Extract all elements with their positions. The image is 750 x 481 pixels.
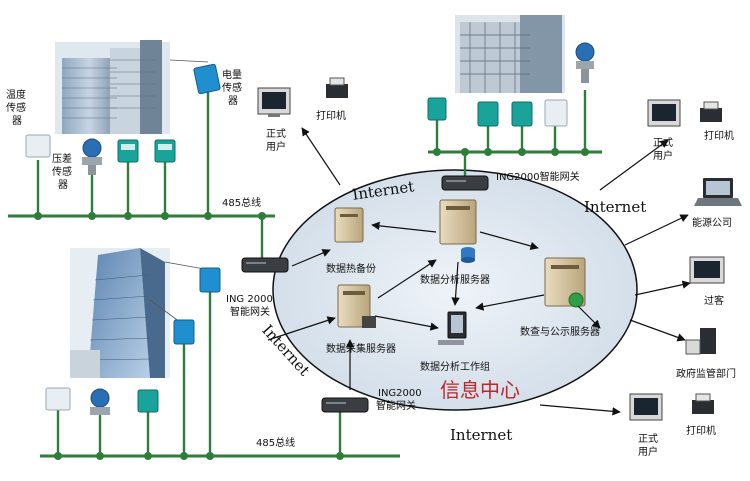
printer-bottom-right-icon [692,393,714,414]
gateway-bottom-label-1: ING2000 [378,388,422,399]
printer-top-right-label: 打印机 [704,129,734,142]
gov-pc-icon [685,328,716,355]
workstation-label: 数据分析工作组 [420,360,490,373]
building-top-left [55,40,170,134]
backup-server-icon [334,207,364,243]
energy-sensor-label-2: 传感 [222,81,242,94]
query-server-label: 数查与公示服务器 [520,325,600,338]
user-pc-top-right-icon [647,99,681,127]
gov-dept-label: 政府监管部门 [676,367,736,380]
meter-device [544,99,568,127]
analysis-server-icon [439,199,477,263]
info-center-ellipse [272,169,638,411]
bus-485-bottom-label: 485总线 [256,436,295,449]
temperature-sensor-device [25,134,51,158]
workstation-icon [438,311,467,345]
gateway-left-label-1: ING 2000 [226,294,273,305]
printer-top-left-label: 打印机 [316,109,346,122]
temp-sensor-label-3: 器 [12,115,22,127]
pressure-sensor-device [82,138,102,175]
gateway-left-label-2: 智能网关 [230,305,270,318]
meter-device [45,387,71,411]
meter-device [154,139,176,163]
temp-sensor-label-1: 温度 [6,88,26,101]
internet-right-label: Internet [584,198,646,216]
meter-device [173,319,195,345]
pressure-sensor-label-1: 压差 [52,152,72,165]
energy-sensor-label-1: 电量 [222,68,242,81]
printer-top-right-icon [700,101,722,122]
laptop-icon [694,178,742,206]
visitor-pc-icon [689,256,725,284]
meter-device [427,97,447,121]
meter-device [511,101,533,127]
meter-device [477,101,499,127]
printer-top-left-icon [326,77,348,98]
collect-server-label: 数据采集服务器 [326,342,396,355]
printer-bottom-right-label: 打印机 [686,424,716,437]
gateway-top-device [441,175,489,191]
query-server-icon [544,257,586,308]
analysis-server-label: 数据分析服务器 [420,273,490,286]
backup-server-label: 数据热备份 [326,262,376,275]
user-top-right-label-1: 正式 [653,136,673,149]
gateway-left-device [241,257,289,273]
building-top-right [455,15,565,93]
energy-sensor-device [193,63,221,95]
gateway-bottom-label-2: 智能网关 [376,399,416,412]
meter-device [117,139,139,163]
pressure-sensor-label-3: 器 [58,179,68,191]
temp-sensor-label-2: 传感 [6,101,26,114]
bus-485-top-label: 485总线 [222,196,261,209]
user-top-right-label-2: 用户 [653,149,673,162]
user-top-left-label-1: 正式 [266,127,286,140]
pressure-sensor-device [575,42,595,83]
user-pc-bottom-right-icon [629,393,663,421]
visitor-label: 过客 [704,294,724,307]
user-bottom-right-label-2: 用户 [638,445,658,458]
building-bottom-left [70,248,170,378]
gateway-bottom-device [321,397,369,413]
meter-device [137,389,159,413]
internet-bottom-label: Internet [450,426,512,444]
collect-server-icon [337,284,376,328]
user-pc-top-left-icon [257,87,291,117]
pressure-sensor-device [90,388,110,415]
user-top-left-label-2: 用户 [266,140,286,153]
energy-company-label: 能源公司 [692,216,732,229]
meter-device [199,267,221,293]
user-bottom-right-label-1: 正式 [638,432,658,445]
center-title: 信息中心 [440,378,520,402]
gateway-top-label: ING2000智能网关 [496,170,580,183]
pressure-sensor-label-2: 传感 [52,165,72,178]
energy-sensor-label-3: 器 [228,95,238,107]
